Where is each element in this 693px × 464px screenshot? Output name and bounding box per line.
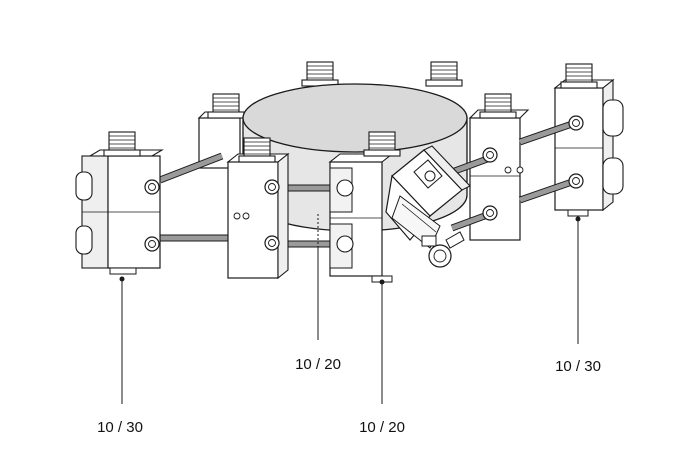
callout-label-left: 10 / 30 bbox=[97, 419, 143, 436]
leader-lines bbox=[119, 214, 581, 404]
far-right-block bbox=[553, 63, 624, 217]
callout-label-right: 10 / 30 bbox=[555, 358, 601, 375]
angled-adjuster bbox=[385, 145, 471, 268]
far-left-block bbox=[75, 131, 164, 275]
callout-label-front: 10 / 20 bbox=[359, 419, 405, 436]
right-rods bbox=[450, 115, 584, 232]
back-studs bbox=[301, 61, 463, 87]
adjusting-knob-icon bbox=[421, 231, 465, 268]
callout-label-center: 10 / 20 bbox=[295, 356, 341, 373]
left-middle-block bbox=[226, 137, 290, 280]
front-center-block bbox=[328, 131, 401, 283]
